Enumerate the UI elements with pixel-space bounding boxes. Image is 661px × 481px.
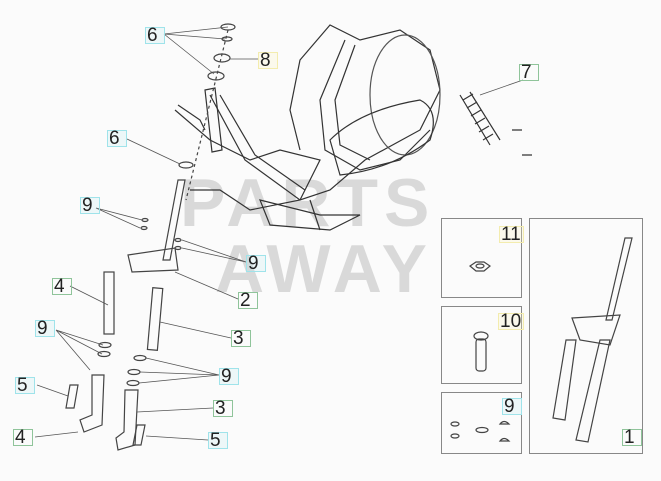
callout-9[interactable]: 9	[80, 196, 100, 215]
watermark-line-2: AWAY	[215, 231, 434, 307]
shock-absorber	[459, 91, 532, 156]
callout-2[interactable]: 2	[238, 291, 258, 310]
fork-exploded-parts	[65, 179, 186, 451]
callout-3[interactable]: 3	[213, 399, 233, 418]
callout-9[interactable]: 9	[35, 319, 55, 338]
callout-9[interactable]: 9	[219, 367, 239, 386]
callout-6[interactable]: 6	[145, 26, 165, 45]
callout-5[interactable]: 5	[208, 431, 228, 450]
callout-8[interactable]: 8	[258, 51, 278, 70]
callout-9[interactable]: 9	[502, 397, 522, 416]
inset-box-fork-assembly	[529, 218, 643, 454]
callout-5[interactable]: 5	[15, 376, 35, 395]
inset-box-nut	[441, 218, 522, 298]
callout-4[interactable]: 4	[13, 428, 33, 447]
callout-6[interactable]: 6	[107, 129, 127, 148]
callout-3[interactable]: 3	[231, 329, 251, 348]
callout-10[interactable]: 10	[498, 312, 525, 331]
watermark-line-1: PARTS	[180, 165, 436, 241]
inset-drawings	[450, 237, 633, 443]
scooter-frame	[174, 24, 441, 231]
inset-box-washers	[441, 392, 522, 454]
callout-7[interactable]: 7	[519, 63, 539, 82]
leader-lines	[34, 26, 524, 441]
callout-4[interactable]: 4	[52, 277, 72, 296]
inset-box-bolt	[441, 306, 522, 384]
callout-11[interactable]: 11	[499, 225, 524, 244]
callout-1[interactable]: 1	[622, 428, 642, 447]
callout-9[interactable]: 9	[246, 254, 266, 273]
